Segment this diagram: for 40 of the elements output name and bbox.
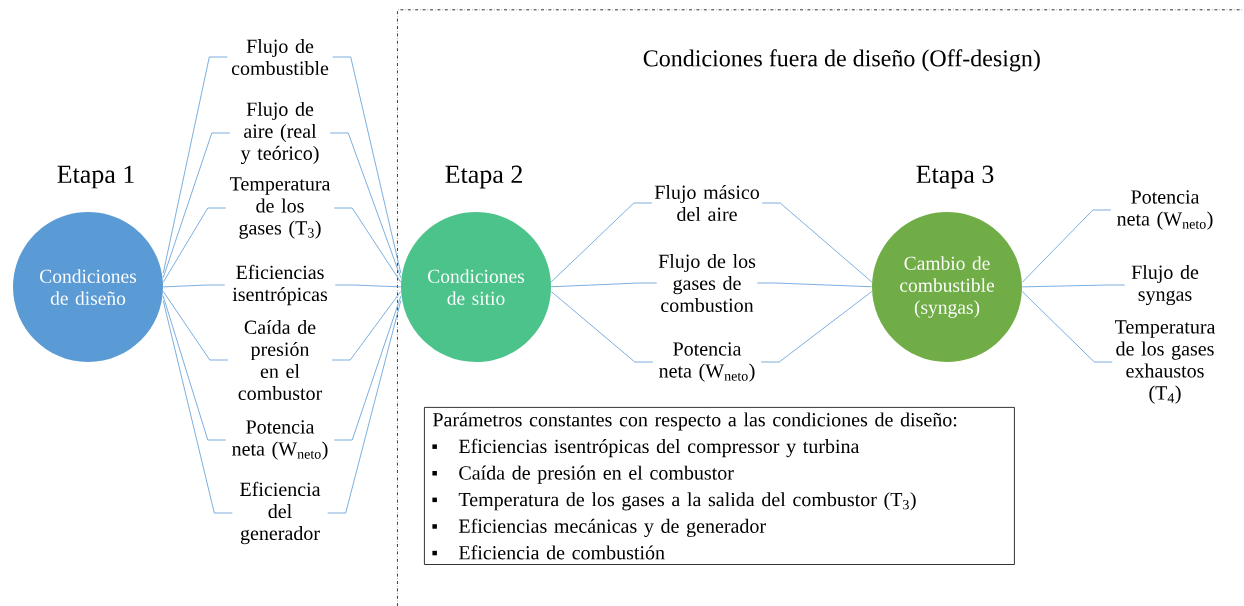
connector-line — [333, 207, 402, 283]
connector-line — [333, 295, 402, 441]
connector-line — [1021, 209, 1112, 283]
parameter-box: Parámetros constantes con respecto a las condiciones de diseño: Eficiencias isentrópicas del compressor y turbina Caída de presión en el combustor Temperatura de los gases a la salida del combustor (T$_{3}$) Eficiencias mecánicas y de generador Eficiencia de combustión — [424, 407, 1015, 565]
connector-line — [334, 284, 402, 288]
parameter-label: Potencia neta (W$_{neto}$) — [1117, 190, 1213, 230]
connector-line — [761, 202, 873, 283]
connector-line — [550, 291, 654, 363]
stage-heading: Etapa 3 — [916, 165, 994, 189]
parameter-label: Temperatura de los gases exhaustos (T$_{4}$) — [1115, 320, 1216, 404]
connector-line — [760, 291, 873, 363]
connector-line — [332, 56, 402, 274]
connector-line — [550, 282, 658, 288]
parameter-label: Flujo de los gases de combustion — [658, 253, 756, 313]
connector-line — [1021, 291, 1113, 363]
connector-line — [162, 207, 227, 283]
stage-heading: Etapa 1 — [57, 165, 134, 189]
parameter-label: Caída de presión en el combustor — [238, 319, 323, 401]
stage-heading: Etapa 2 — [445, 165, 522, 189]
parameter-label: Potencia neta (W$_{neto}$) — [659, 342, 755, 382]
parameter-label: Flujo de syngas — [1131, 264, 1199, 306]
connector-line — [550, 202, 653, 283]
connector-line — [162, 300, 233, 514]
parameter-label: Temperatura de los gases (T$_{3}$) — [230, 177, 331, 239]
parameter-label: Potencia neta (W$_{neto}$) — [232, 420, 328, 460]
connector-line — [162, 295, 227, 441]
parameter-label: Flujo de combustible — [231, 38, 329, 76]
connector-line — [329, 132, 402, 279]
parameter-label: Eficiencia del generador — [240, 481, 321, 545]
connector-line — [162, 132, 231, 279]
connector-line — [162, 291, 229, 361]
connector-line — [327, 300, 402, 514]
connector-line — [756, 282, 873, 288]
parameter-label: Flujo de aire (real y teórico) — [240, 101, 319, 165]
connector-line — [331, 291, 402, 361]
connector-line — [1021, 284, 1126, 288]
connector-line — [162, 56, 228, 274]
parameter-label: Flujo másico del aire — [654, 184, 760, 222]
parameter-label: Eficiencias isentrópicas — [232, 264, 328, 306]
connector-line — [162, 284, 226, 288]
